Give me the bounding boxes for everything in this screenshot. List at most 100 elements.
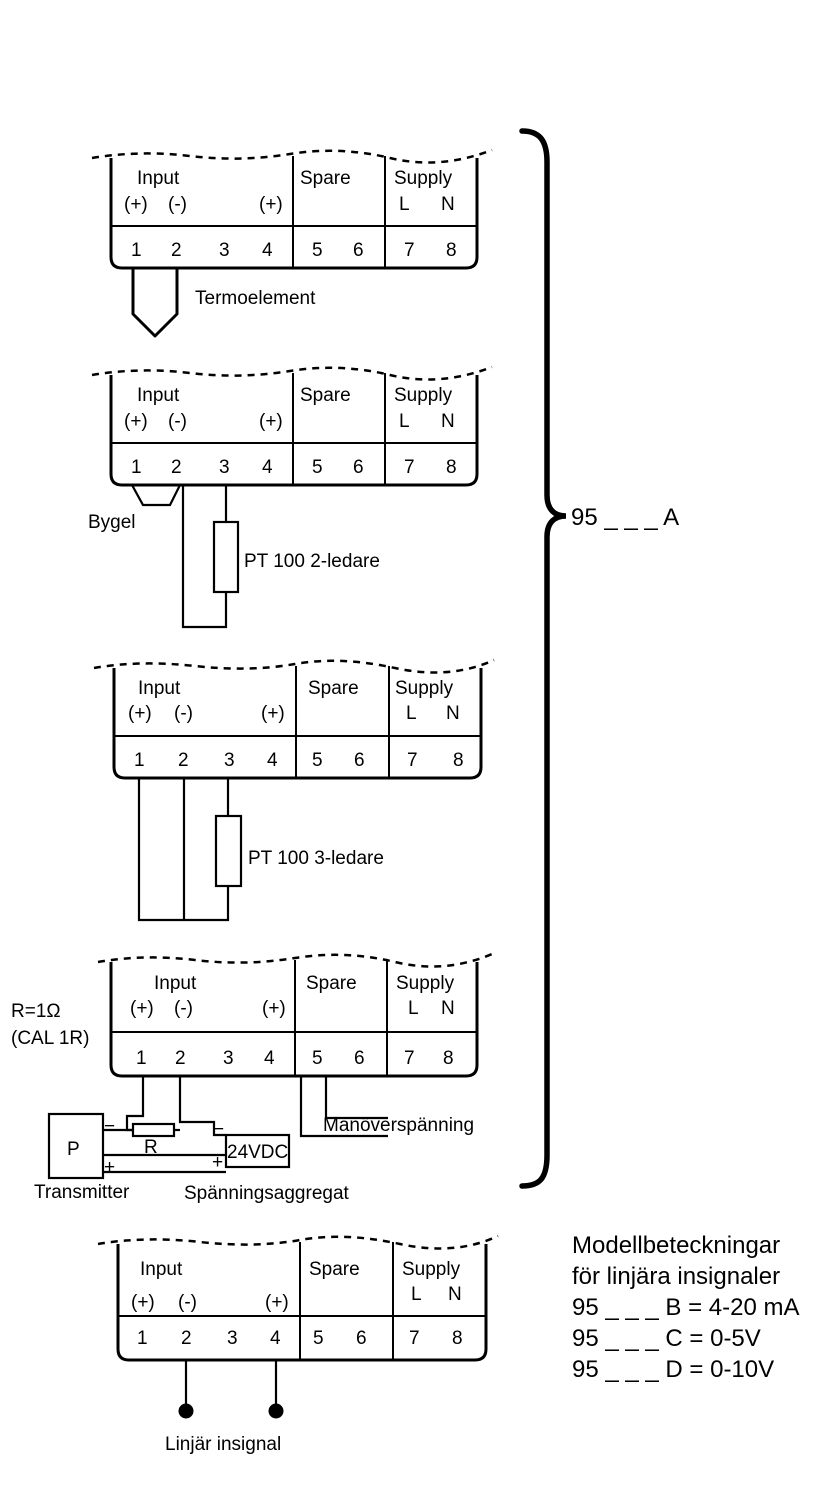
wire-terminal-2 xyxy=(178,1076,226,1137)
polarity-minus-2: (-) xyxy=(168,194,187,215)
terminal-1: 1 xyxy=(134,750,145,771)
resistor-label: R xyxy=(144,1137,158,1158)
terminal-3: 3 xyxy=(219,240,230,261)
spare-label: Spare xyxy=(306,973,357,994)
supply-label: Supply xyxy=(394,385,453,406)
spare-label: Spare xyxy=(309,1259,360,1280)
jumper-label: Bygel xyxy=(88,512,136,533)
terminal-2: 2 xyxy=(171,240,182,261)
spare-label: Spare xyxy=(308,678,359,699)
terminal-7: 7 xyxy=(404,1048,415,1069)
polarity-minus-2: (-) xyxy=(168,411,187,432)
block-top-break-line xyxy=(93,658,495,674)
model-heading-line-2: för linjära insignaler xyxy=(572,1263,780,1290)
input-label: Input xyxy=(137,385,180,406)
terminal-1: 1 xyxy=(136,1048,147,1069)
sensor-label: PT 100 3-ledare xyxy=(248,848,384,869)
terminal-5: 5 xyxy=(312,457,323,478)
polarity-plus-4: (+) xyxy=(259,411,283,432)
brace-model-label: 95 _ _ _ A xyxy=(571,504,679,531)
terminal-6: 6 xyxy=(354,1048,365,1069)
terminal-6: 6 xyxy=(354,750,365,771)
block-frame xyxy=(112,668,483,780)
terminal-block-pt100-2: Input Spare Supply (+) (-) (+) L N 1 2 3… xyxy=(88,365,493,629)
terminal-block-linear: Input Spare Supply (+) (-) (+) L N 1 2 3… xyxy=(97,1234,499,1455)
supply-l-label: L xyxy=(411,1284,422,1305)
sensor-label: PT 100 2-ledare xyxy=(244,551,380,572)
terminal-6: 6 xyxy=(353,457,364,478)
terminal-5: 5 xyxy=(312,1048,323,1069)
terminal-4: 4 xyxy=(267,750,278,771)
supply-n-label: N xyxy=(448,1284,462,1305)
terminal-6: 6 xyxy=(356,1328,367,1349)
terminal-4: 4 xyxy=(262,457,273,478)
polarity-plus-4: (+) xyxy=(262,998,286,1019)
transmitter-plus: + xyxy=(104,1157,115,1178)
supply-label: Supply xyxy=(396,973,455,994)
model-designations: Modellbeteckningar för linjära insignale… xyxy=(572,1232,799,1383)
supply-n-label: N xyxy=(446,703,460,724)
polarity-plus-4: (+) xyxy=(259,194,283,215)
polarity-plus-4: (+) xyxy=(261,703,285,724)
model-line-c: 95 _ _ _ C = 0-5V xyxy=(572,1325,761,1352)
terminal-8: 8 xyxy=(446,240,457,261)
pt100-resistor-symbol xyxy=(214,814,243,888)
polarity-plus-1: (+) xyxy=(128,703,152,724)
model-line-b: 95 _ _ _ B = 4-20 mA xyxy=(572,1294,799,1321)
wire-terminal-6 xyxy=(324,1076,388,1120)
supply-label: Supply xyxy=(395,678,454,699)
supply-l-label: L xyxy=(399,194,410,215)
resistor-symbol xyxy=(131,1122,176,1138)
sensor-label: Termoelement xyxy=(195,288,316,309)
terminal-3: 3 xyxy=(224,750,235,771)
polarity-plus-1: (+) xyxy=(131,1292,155,1313)
supply-n-label: N xyxy=(441,411,455,432)
transmitter-p-label: P xyxy=(67,1139,80,1160)
spare-label: Spare xyxy=(300,168,351,189)
terminal-5: 5 xyxy=(312,240,323,261)
wire-terminal-1 xyxy=(125,1076,145,1132)
terminal-8: 8 xyxy=(446,457,457,478)
spare-label: Spare xyxy=(300,385,351,406)
sensor-label: Linjär insignal xyxy=(165,1434,281,1455)
curly-brace xyxy=(519,128,567,1189)
terminal-3: 3 xyxy=(219,457,230,478)
transmitter-minus: − xyxy=(104,1116,115,1137)
input-label: Input xyxy=(154,973,197,994)
polarity-plus-1: (+) xyxy=(130,998,154,1019)
pt100-resistor-symbol xyxy=(212,520,240,594)
supply-l-label: L xyxy=(408,998,419,1019)
polarity-plus-1: (+) xyxy=(124,194,148,215)
model-heading-line-1: Modellbeteckningar xyxy=(572,1232,780,1259)
polarity-minus-2: (-) xyxy=(174,703,193,724)
resistor-note-cal: (CAL 1R) xyxy=(11,1028,89,1049)
resistor-note-value: R=1Ω xyxy=(11,1001,61,1022)
transmitter-label: Transmitter xyxy=(34,1182,130,1203)
terminal-1: 1 xyxy=(131,457,142,478)
power-supply-unit-label: Spänningsaggregat xyxy=(184,1183,350,1204)
model-line-d: 95 _ _ _ D = 0-10V xyxy=(572,1356,774,1383)
supply-label: Supply xyxy=(402,1259,461,1280)
supply-n-label: N xyxy=(441,998,455,1019)
sensor-wire-left xyxy=(181,485,228,629)
terminal-2: 2 xyxy=(178,750,189,771)
terminal-5: 5 xyxy=(312,750,323,771)
block-frame xyxy=(116,1244,488,1362)
block-top-break-line xyxy=(97,952,493,968)
polarity-minus-2: (-) xyxy=(178,1292,197,1313)
power-supply-minus: − xyxy=(213,1119,224,1140)
terminal-4: 4 xyxy=(270,1328,281,1349)
terminal-block-termoelement: Input Spare Supply (+) (-) (+) L N 1 2 3… xyxy=(91,148,493,338)
terminal-block-transmitter: Input Spare Supply (+) (-) (+) L N 1 2 3… xyxy=(11,952,493,1204)
supply-n-label: N xyxy=(441,194,455,215)
supply-label: Supply xyxy=(394,168,453,189)
power-supply-box xyxy=(224,1133,291,1169)
terminal-2: 2 xyxy=(175,1048,186,1069)
terminal-6: 6 xyxy=(353,240,364,261)
block-top-break-line xyxy=(91,365,493,381)
block-top-break-line xyxy=(91,148,493,164)
control-voltage-label: Manöverspänning xyxy=(323,1115,474,1136)
thermocouple-symbol xyxy=(131,268,179,338)
polarity-minus-2: (-) xyxy=(174,998,193,1019)
